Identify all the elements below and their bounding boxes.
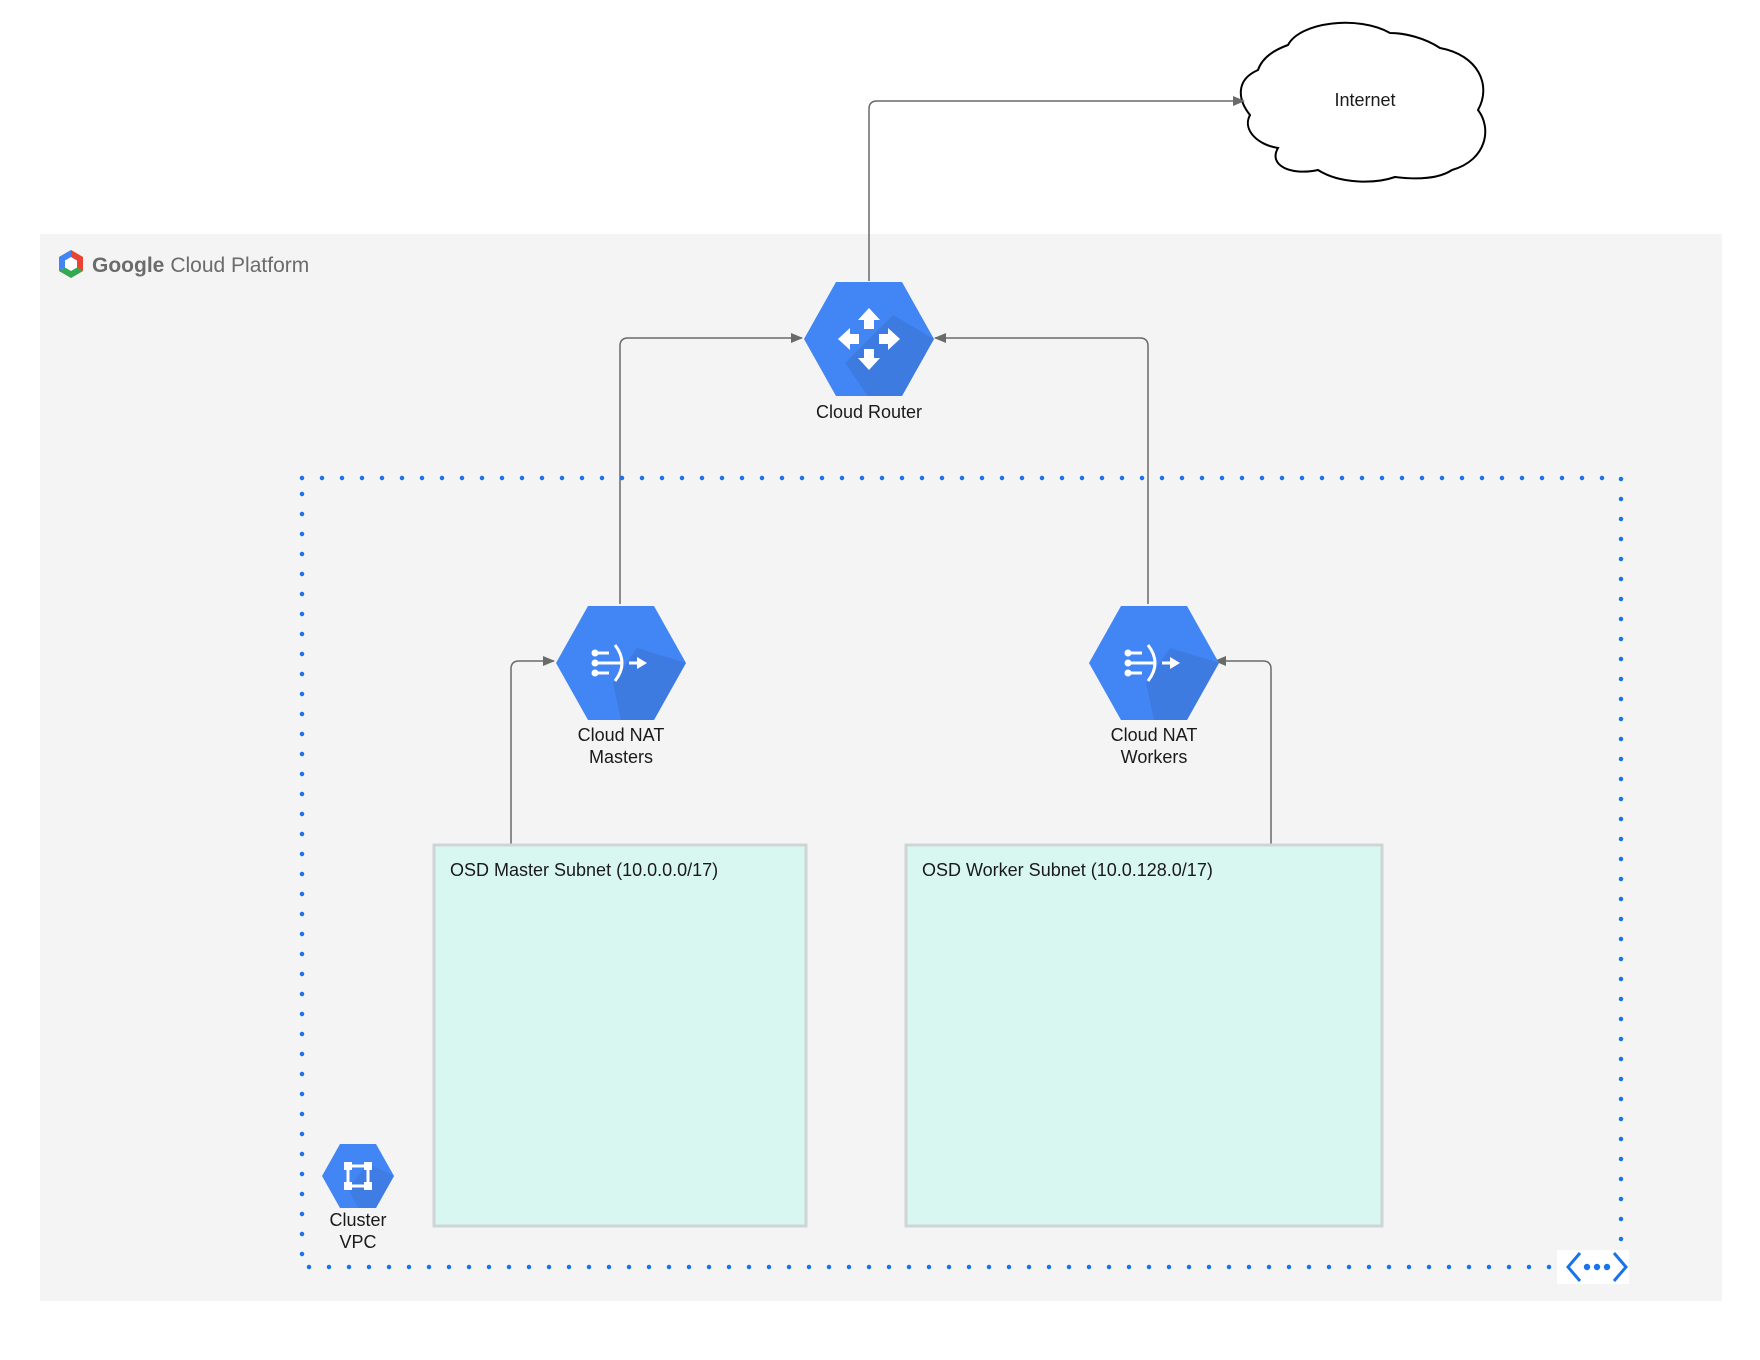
cloud-outline-icon (1239, 21, 1487, 183)
gcp-logo-icon (59, 250, 83, 278)
nat-workers-label-line2: Workers (1121, 747, 1188, 767)
brand-name-google: Google (92, 254, 164, 277)
vpc-boundary (299, 475, 1624, 1270)
nat-masters-to-router-connector (619, 333, 803, 604)
nat-workers-to-router-connector (934, 333, 1149, 604)
cloud-nat-icon (556, 606, 686, 720)
nat-workers-label-line1: Cloud NAT (1111, 725, 1198, 745)
brand-name-rest: Cloud Platform (170, 254, 309, 277)
nat-masters-label-line1: Cloud NAT (578, 725, 665, 745)
cloud-router-icon (804, 282, 934, 396)
gcp-panel (40, 234, 1722, 1301)
worker-subnet-label: OSD Worker Subnet (10.0.128.0/17) (922, 860, 1213, 880)
worker-subnet-to-nat-connector (1214, 656, 1272, 845)
vpc-label-line1: Cluster (329, 1210, 386, 1230)
cloud-nat-icon (1089, 606, 1219, 720)
vpc-icon (322, 1144, 394, 1208)
router-to-internet-connector (868, 96, 1245, 281)
master-subnet-to-nat-connector (510, 656, 555, 845)
internet-label: Internet (1334, 90, 1395, 110)
worker-subnet-box (904, 843, 1384, 1228)
master-subnet-box (432, 843, 808, 1228)
brand-name: Google Cloud Platform (92, 254, 309, 277)
network-dots-icon (1557, 1250, 1629, 1284)
router-label: Cloud Router (816, 402, 922, 422)
master-subnet-label: OSD Master Subnet (10.0.0.0/17) (450, 860, 718, 880)
vpc-label-line2: VPC (339, 1232, 376, 1252)
nat-masters-label-line2: Masters (589, 747, 653, 767)
